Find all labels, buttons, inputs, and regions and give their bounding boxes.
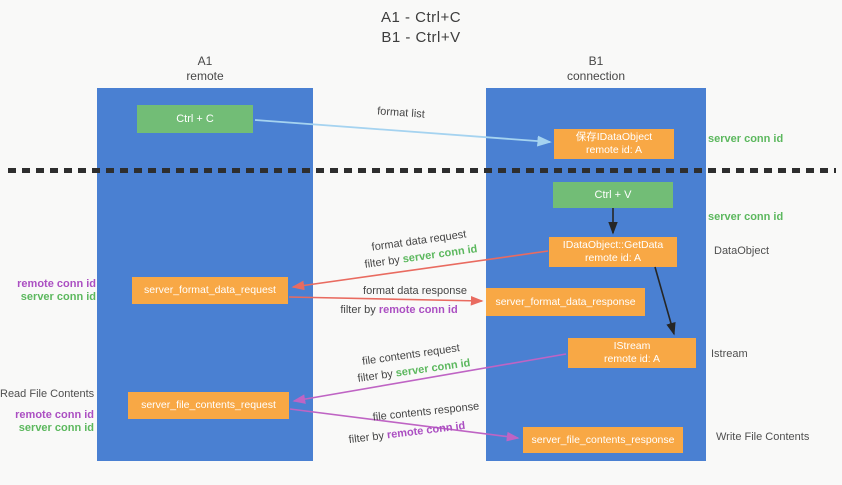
getdata-node: IDataObject::GetData remote id: A — [549, 237, 677, 267]
format-request-label: server_format_data_request — [144, 284, 276, 296]
filter-by-text: filter by — [348, 429, 388, 447]
server-conn-id-annotation: server conn id — [20, 291, 96, 303]
lifeline-a-header: A1 remote — [97, 54, 313, 84]
title-line-1: A1 - Ctrl+C — [380, 9, 462, 26]
file-request-label: server_file_contents_request — [141, 399, 276, 411]
lifeline-b-role: connection — [566, 69, 626, 83]
getdata-label: IDataObject::GetData — [562, 239, 664, 251]
getdata-remote-id: remote id: A — [584, 252, 642, 264]
format-data-response-label: format data response — [363, 285, 467, 297]
remote-conn-id-annotation: remote conn id — [15, 409, 94, 421]
server-conn-id-annotation: server conn id — [18, 422, 94, 434]
format-list-label: format list — [376, 105, 426, 121]
server-conn-id-annotation-mid: server conn id — [708, 211, 784, 223]
title-line-2: B1 - Ctrl+V — [381, 29, 461, 46]
format-data-response-arrow — [288, 295, 484, 306]
filter-by-text: filter by — [363, 253, 404, 271]
remote-conn-id-annotation: remote conn id — [17, 278, 96, 290]
save-idataobject-label: 保存IDataObject — [575, 131, 653, 143]
ctrl-v-node: Ctrl + V — [553, 182, 673, 208]
read-file-contents-annotation: Read File Contents — [0, 388, 95, 400]
format-response-filter-label: filter by remote conn id — [340, 304, 457, 316]
dotted-separator — [8, 168, 836, 173]
file-response-filter-label: filter by remote conn id — [348, 420, 466, 446]
ctrl-c-label: Ctrl + C — [176, 113, 214, 125]
format-request-node: server_format_data_request — [132, 277, 288, 304]
remote-conn-id-text: remote conn id — [386, 419, 466, 442]
diagram-title: A1 - Ctrl+C B1 - Ctrl+V — [301, 8, 541, 48]
lifeline-b-header: B1 connection — [486, 54, 706, 84]
ctrl-c-node: Ctrl + C — [137, 105, 253, 133]
server-conn-id-annotation-top: server conn id — [708, 133, 784, 145]
file-response-node: server_file_contents_response — [523, 427, 683, 453]
lifeline-b-name: B1 — [588, 54, 604, 68]
save-idataobject-remote-id: remote id: A — [585, 144, 643, 156]
dataobject-annotation: DataObject — [714, 245, 770, 257]
istream-annotation: Istream — [711, 348, 748, 360]
file-request-node: server_file_contents_request — [128, 392, 289, 419]
save-idataobject-node: 保存IDataObject remote id: A — [554, 129, 674, 159]
lifeline-a-name: A1 — [197, 54, 213, 68]
write-file-contents-annotation: Write File Contents — [716, 431, 810, 443]
file-response-label: server_file_contents_response — [531, 433, 675, 446]
istream-label: IStream — [613, 340, 651, 352]
ctrl-v-label: Ctrl + V — [594, 189, 632, 201]
format-response-node: server_format_data_response — [486, 288, 645, 316]
format-request-conn-ids: remote conn id server conn id — [0, 278, 96, 304]
istream-remote-id: remote id: A — [603, 353, 661, 365]
lifeline-a-role: remote — [186, 69, 224, 83]
remote-conn-id-text: remote conn id — [378, 304, 458, 316]
file-request-conn-ids: remote conn id server conn id — [0, 409, 94, 435]
filter-by-text: filter by — [356, 367, 397, 385]
format-response-label: server_format_data_response — [495, 295, 636, 308]
filter-by-text: filter by — [340, 304, 379, 316]
istream-node: IStream remote id: A — [568, 338, 696, 368]
